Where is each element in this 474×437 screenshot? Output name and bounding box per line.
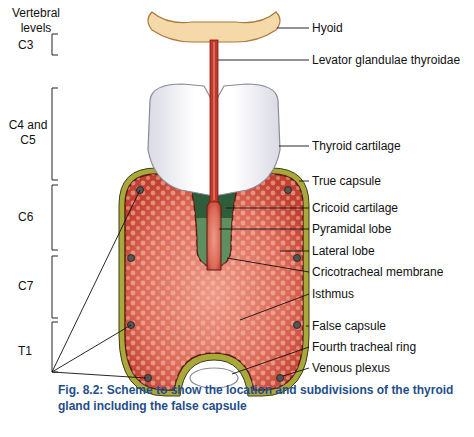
leader-line <box>277 28 309 29</box>
leader-line <box>218 60 309 61</box>
part-label: Pyramidal lobe <box>312 222 467 237</box>
vein <box>285 187 292 194</box>
level-brackets <box>52 34 58 372</box>
figure-caption: Fig. 8.2: Scheme to show the location an… <box>58 382 472 414</box>
part-label: Hyoid <box>312 21 467 36</box>
part-label: Isthmus <box>312 287 467 302</box>
leader-line <box>279 146 309 147</box>
part-label: Cricotracheal membrane <box>312 265 467 280</box>
vertebral-level: C7 <box>18 279 48 294</box>
vertebral-level: C3 <box>18 38 48 53</box>
leader-line <box>232 347 309 374</box>
leader-line <box>219 229 309 230</box>
leader-line <box>280 251 309 252</box>
leader-line <box>52 372 146 378</box>
part-label: Venous plexus <box>312 361 467 376</box>
hyoid-bone <box>148 12 280 42</box>
levator-muscle <box>210 40 218 202</box>
thyroid-gland <box>125 174 303 390</box>
vertebral-level: T1 <box>18 344 48 359</box>
gland-texture <box>125 174 303 390</box>
bracket <box>52 88 58 180</box>
part-label: Fourth tracheal ring <box>312 340 467 355</box>
leader-line <box>52 190 140 372</box>
axis-title: Vertebral levels <box>4 6 68 36</box>
part-label: Lateral lobe <box>312 244 467 259</box>
part-label: False capsule <box>312 319 467 334</box>
pyramidal-lobe <box>207 199 221 270</box>
part-label: True capsule <box>312 174 467 189</box>
part-label: Levator glandulae thyroidae <box>312 53 467 68</box>
vein <box>294 255 301 262</box>
leader-line <box>283 368 309 376</box>
vein <box>294 322 301 329</box>
vein <box>277 375 284 382</box>
levator-highlight <box>213 42 215 200</box>
venous-plexus <box>128 187 301 382</box>
bracket <box>52 256 58 318</box>
bracket <box>52 34 58 55</box>
leader-lines <box>52 28 309 378</box>
leader-line <box>240 294 309 320</box>
leader-line <box>226 208 309 209</box>
vertebral-level: C6 <box>18 210 48 225</box>
leader-line <box>52 325 131 372</box>
part-label: Cricoid cartilage <box>312 201 467 216</box>
part-label: Thyroid cartilage <box>312 139 467 154</box>
bracket <box>52 322 58 372</box>
leader-line <box>227 258 309 272</box>
vein <box>128 255 135 262</box>
bracket <box>52 185 58 250</box>
leader-line <box>306 326 309 327</box>
vertebral-level: C4 and C5 <box>6 118 50 148</box>
leader-line <box>299 181 309 182</box>
